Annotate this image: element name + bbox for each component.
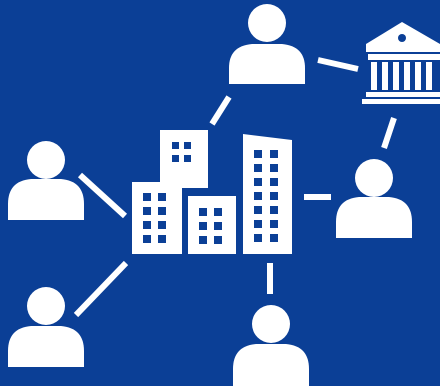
connector-bank-right-person bbox=[381, 117, 397, 149]
person-icon bbox=[8, 287, 84, 367]
bank-building-icon bbox=[362, 22, 440, 104]
connector-bank bbox=[317, 57, 359, 72]
building-left bbox=[132, 182, 182, 254]
connectors bbox=[73, 57, 397, 318]
office-buildings-icon bbox=[132, 130, 292, 254]
person-icon bbox=[8, 141, 84, 220]
building-tower bbox=[243, 134, 292, 254]
building-middle bbox=[188, 196, 236, 254]
person-icon bbox=[233, 305, 309, 386]
person-icon bbox=[229, 4, 305, 84]
person-icon bbox=[336, 159, 412, 238]
connector-left-person bbox=[77, 172, 128, 219]
connector-bottom-left-person bbox=[73, 260, 129, 318]
connector-top-person bbox=[209, 95, 232, 126]
